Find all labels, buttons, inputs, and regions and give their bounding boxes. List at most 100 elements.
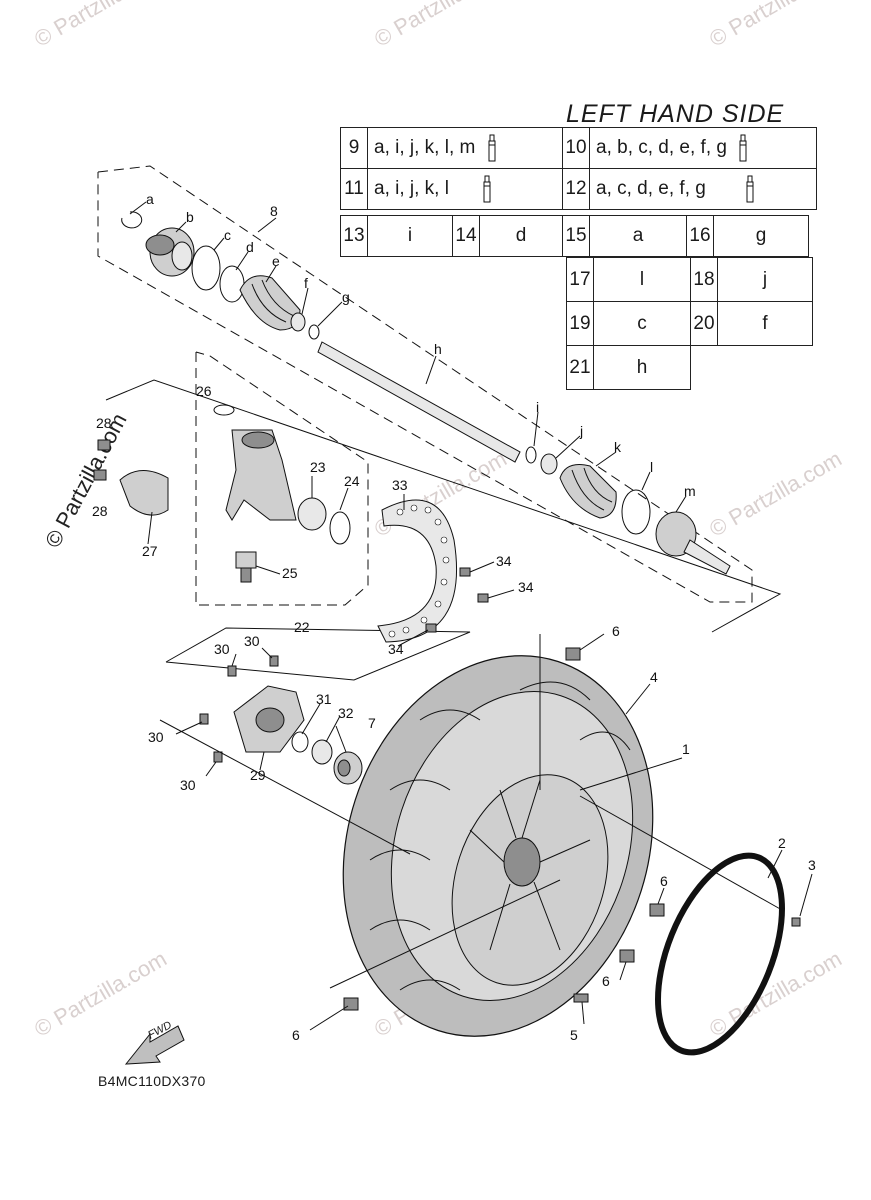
callout-5: 5 — [570, 1027, 578, 1043]
callout-34b: 34 — [518, 579, 534, 595]
single-row: 17 l 18 j — [566, 257, 813, 302]
disc-holes — [388, 504, 450, 638]
side-title: LEFT HAND SIDE — [566, 100, 785, 128]
clip-i — [525, 446, 537, 464]
callout-4: 4 — [650, 669, 658, 685]
callout-33: 33 — [392, 477, 408, 493]
cap-6d — [343, 997, 359, 1011]
bolt-34a — [459, 567, 471, 577]
callout-1: 1 — [682, 741, 690, 757]
assembly-frame — [105, 379, 782, 633]
callout-c: c — [224, 227, 231, 243]
kit-number: 9 — [340, 127, 368, 169]
callout-a: a — [146, 191, 154, 207]
leader-lines — [129, 201, 813, 1031]
bolt-5 — [573, 993, 589, 1003]
kit-number: 11 — [340, 168, 368, 210]
part-number: 21 — [566, 345, 594, 390]
part-number: 17 — [566, 257, 594, 302]
balljoint-25 — [235, 551, 257, 583]
callout-29: 29 — [250, 767, 266, 783]
callout-8: 8 — [270, 203, 278, 219]
bolt-34c — [425, 623, 437, 633]
callout-34a: 34 — [496, 553, 512, 569]
stud-30b — [269, 655, 279, 667]
callout-labels: a b c d e f g 8 h i j k l m 26 28 28 23 … — [92, 191, 816, 1043]
callout-d: d — [246, 239, 254, 255]
boot-k — [559, 464, 617, 519]
callout-7: 7 — [368, 715, 376, 731]
diagram-code: B4MC110DX370 — [98, 1073, 206, 1089]
circlip-24 — [329, 511, 351, 545]
cap-6a — [565, 647, 581, 661]
callout-31: 31 — [316, 691, 332, 707]
part-number: 16 — [686, 215, 714, 257]
callout-30a: 30 — [244, 633, 260, 649]
wheel-1 — [451, 774, 609, 986]
stud-30d — [213, 751, 223, 763]
callout-30b: 30 — [214, 641, 230, 657]
hub-frame — [165, 627, 471, 681]
shaft-h — [317, 341, 521, 463]
callout-6a: 6 — [612, 623, 620, 639]
brake-disc-33 — [377, 499, 458, 643]
ring-f — [290, 312, 306, 332]
kit-row: 9 a, i, j, k, l, m 10 a, b, c, d, e, f, … — [340, 127, 817, 169]
band-d — [219, 265, 245, 303]
callout-30d: 30 — [180, 777, 196, 793]
ring-j — [540, 453, 558, 475]
hub-29 — [233, 685, 305, 753]
callout-34c: 34 — [388, 641, 404, 657]
callout-26: 26 — [196, 383, 212, 399]
cv-joint-m — [655, 511, 731, 575]
part-letter: f — [717, 301, 813, 346]
callout-32: 32 — [338, 705, 354, 721]
kit-number: 10 — [562, 127, 590, 169]
washer-31 — [291, 731, 309, 753]
grease-tube-icon — [739, 134, 747, 162]
callout-30c: 30 — [148, 729, 164, 745]
callout-f: f — [304, 275, 308, 291]
kit-contents-text: a, i, j, k, l, m — [374, 137, 476, 159]
bolt-28b — [93, 469, 107, 481]
kit-contents-text: a, i, j, k, l — [374, 178, 449, 200]
callout-m: m — [684, 483, 696, 499]
bolt-3 — [791, 917, 801, 927]
callout-2: 2 — [778, 835, 786, 851]
callout-23: 23 — [310, 459, 326, 475]
stud-30a — [227, 665, 237, 677]
callout-22: 22 — [294, 619, 310, 635]
stud-30c — [199, 713, 209, 725]
kit-number: 12 — [562, 168, 590, 210]
washer-32 — [311, 739, 333, 765]
callout-h: h — [434, 341, 442, 357]
part-letter: i — [367, 215, 453, 257]
callout-6b: 6 — [660, 873, 668, 889]
grease-tube-icon — [746, 175, 754, 203]
callout-e: e — [272, 253, 280, 269]
bolt-28a — [97, 439, 111, 451]
circlip-26 — [213, 404, 235, 416]
part-letter: j — [717, 257, 813, 302]
callout-28b: 28 — [92, 503, 108, 519]
part-number: 13 — [340, 215, 368, 257]
nut-7 — [333, 751, 363, 785]
kit-row: 11 a, i, j, k, l 12 a, c, d, e, f, g — [340, 168, 817, 210]
kit-contents: a, c, d, e, f, g — [589, 168, 817, 210]
callout-28a: 28 — [96, 415, 112, 431]
callout-6d: 6 — [292, 1027, 300, 1043]
callout-25: 25 — [282, 565, 298, 581]
kit-contents-text: a, c, d, e, f, g — [596, 178, 706, 200]
forward-arrow-icon — [124, 1025, 185, 1065]
knuckle-outline — [195, 351, 369, 606]
part-letter: l — [593, 257, 691, 302]
callout-3: 3 — [808, 857, 816, 873]
single-row: 21 h — [566, 345, 813, 390]
cap-6b — [649, 903, 665, 917]
kit-table: 9 a, i, j, k, l, m 10 a, b, c, d, e, f, … — [340, 127, 817, 210]
kit-contents: a, b, c, d, e, f, g — [589, 127, 817, 169]
callout-l: l — [650, 459, 653, 475]
cap-6c — [619, 949, 635, 963]
